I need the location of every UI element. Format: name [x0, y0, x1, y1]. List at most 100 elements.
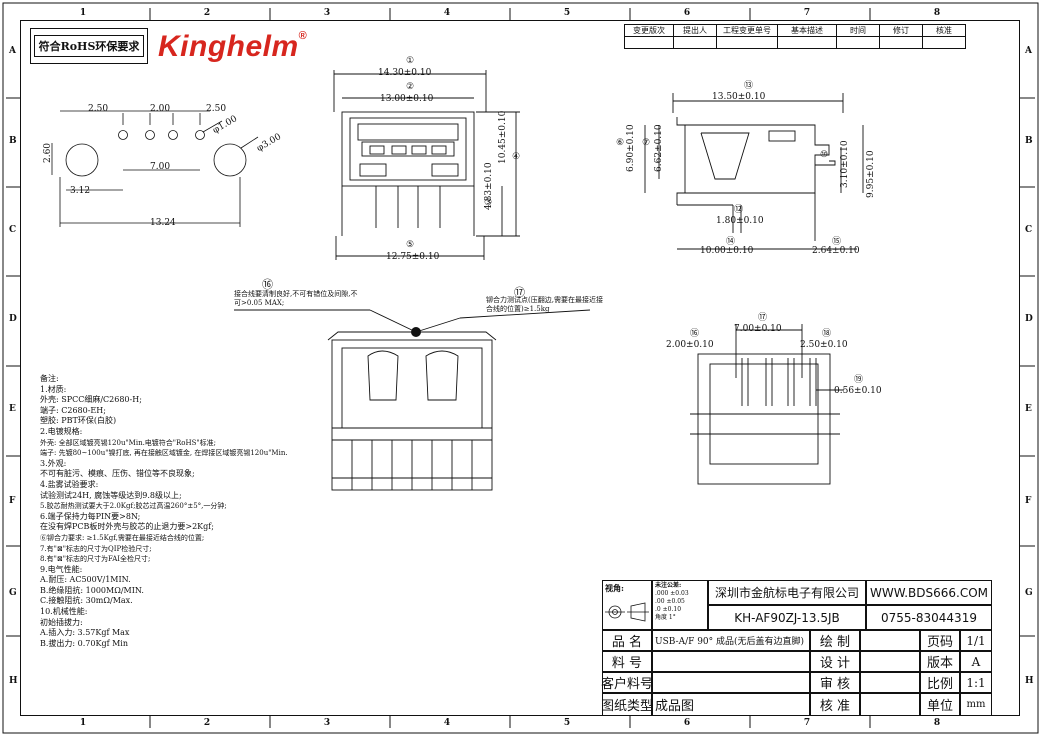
note-line: B.绝缘阻抗: 1000MΩ/MIN. — [40, 585, 144, 595]
note-line: 不可有脏污、模痕、压伤、错位等不良现象; — [40, 469, 195, 479]
col-header: 4 — [443, 8, 451, 18]
note-line: 5.胶芯耐热测试要大于2.0Kgf;胶芯过高温260°±5°,一分钟; — [40, 502, 227, 511]
note-line: 8.有"⊠"标志的尺寸为FAI全检尺寸; — [40, 555, 151, 564]
drawing-type-value: 成品图 — [652, 693, 810, 716]
pcb-dim-2: 2.00 — [150, 104, 171, 114]
pcb-dim-offset: 3.12 — [70, 186, 91, 196]
note-line: 在没有焊PCB板时外壳与胶芯的止退力要>2Kgf; — [40, 522, 214, 532]
customer-value — [652, 672, 810, 693]
tolerance-line: 角度 1° — [655, 614, 676, 621]
side-balloon: ⑩ — [820, 150, 829, 160]
rev-col-header: 工程变更单号 — [716, 24, 778, 37]
note-line: 1.材质: — [40, 384, 67, 394]
rev-col-header: 时间 — [836, 24, 880, 37]
review-value — [860, 672, 920, 693]
front-balloon-4: ④ — [512, 152, 521, 162]
side-view-drawing — [644, 93, 864, 250]
material-value — [652, 651, 810, 672]
tolerance-line: .00 ±0.05 — [655, 598, 685, 605]
projection-label: 视角: — [605, 583, 624, 593]
pcb-dim-mid: 7.00 — [150, 162, 171, 172]
note-line: A.插入力: 3.57Kgf Max — [40, 628, 130, 638]
phone-number: 0755-83044319 — [866, 605, 992, 630]
front-balloon-3: ③ — [484, 198, 493, 208]
brand-logo: Kinghelm® — [158, 30, 307, 64]
review-label: 审 核 — [810, 672, 860, 693]
side-balloon: ⑮ — [832, 237, 842, 247]
material-label: 料 号 — [602, 651, 652, 672]
page-label: 页码 — [920, 630, 960, 651]
side-dim-h4: 9.95±0.10 — [866, 150, 876, 198]
note-line: B.拔出力: 0.70Kgf Min — [40, 638, 128, 648]
row-header: H — [9, 676, 18, 686]
note-line: ⑥铆合力要求: ≥1.5Kgf,需要在最接近结合线的位置; — [40, 533, 205, 542]
design-label: 设 计 — [810, 651, 860, 672]
note-line: 6.端子保持力每PIN要>8N; — [40, 511, 141, 521]
row-header: D — [9, 314, 17, 324]
pcb-layout-drawing — [51, 110, 259, 227]
drawn-label: 绘 制 — [810, 630, 860, 651]
side-balloon: ⑫ — [734, 205, 744, 215]
col-header: 6 — [683, 718, 691, 728]
version-label: 版本 — [920, 651, 960, 672]
row-header: E — [1025, 404, 1032, 414]
name-value: USB-A/F 90° 成品(无后盖有边直脚) — [652, 630, 810, 651]
drawing-frame — [20, 20, 1020, 716]
front-dim-width-outer: 14.30±0.10 — [378, 68, 432, 78]
approve-value — [860, 693, 920, 716]
bottom-balloon: ⑰ — [758, 313, 768, 323]
rev-col-header: 变更版次 — [624, 24, 674, 37]
row-header: D — [1025, 314, 1033, 324]
side-dim-h3: 3.10±0.10 — [840, 140, 850, 188]
side-dim-base: 10.00±0.10 — [700, 246, 754, 256]
bottom-balloon: ⑱ — [822, 329, 832, 339]
scale-value: 1:1 — [960, 672, 992, 693]
tolerance-line: .0 ±0.10 — [655, 606, 682, 613]
scale-label: 比例 — [920, 672, 960, 693]
part-number: KH-AF90ZJ-13.5JB — [708, 605, 866, 630]
tolerance-cell: 未注公差: .000 ±0.03 .00 ±0.05 .0 ±0.10 角度 1… — [652, 580, 708, 630]
row-header: F — [9, 496, 16, 506]
front-dim-pin-span: 12.75±0.10 — [386, 252, 440, 262]
title-block: 视角: 未注公差: .000 ±0.03 .00 ±0.05 .0 ±0.10 … — [601, 580, 992, 716]
col-header: 5 — [563, 8, 571, 18]
callout-right-balloon: ⑰ — [514, 286, 525, 299]
side-dim-h2: 6.62±0.10 — [654, 124, 664, 172]
note-line: 外壳: 全部区域镀亮锡120u"Min.电镀符合"RoHS"标准; — [40, 438, 216, 447]
rohs-box: 符合RoHS环保要求 — [30, 28, 148, 64]
callout-right-text: 铆合力测试点(压翻边,需要在最接近接合线的位置)≥1.5kg — [486, 296, 603, 313]
rohs-label: 符合RoHS环保要求 — [33, 35, 145, 57]
side-dim-h1: 6.90±0.10 — [626, 124, 636, 172]
bottom-balloon: ⑲ — [854, 375, 864, 385]
row-header: A — [1025, 46, 1032, 56]
unit-label: 单位 — [920, 693, 960, 716]
row-header: B — [1025, 136, 1033, 146]
front-balloon-5: ⑤ — [406, 240, 415, 250]
bottom-dim-pin: 0.56±0.10 — [834, 386, 882, 396]
mid-view-drawing — [234, 309, 591, 491]
design-value — [860, 651, 920, 672]
note-line: 9.电气性能: — [40, 564, 83, 574]
col-header: 8 — [933, 718, 941, 728]
note-line: 7.有"⊠"标志的尺寸为QIP检验尺寸; — [40, 544, 152, 553]
side-balloon: ⑬ — [744, 81, 754, 91]
note-line: 3.外观: — [40, 458, 67, 468]
tolerance-line: .000 ±0.03 — [655, 590, 689, 597]
note-line: 10.机械性能: — [40, 607, 88, 617]
bottom-balloon: ⑯ — [690, 329, 700, 339]
notes-section: 备注: 1.材质: 外壳: SPCC细麻/C2680-H; 端子: C2680-… — [40, 374, 288, 649]
rev-col-header: 提出人 — [673, 24, 717, 37]
tolerance-label: 未注公差: — [655, 582, 682, 589]
callout-left-text: 接合线要清制良好,不可有错位及间隙,不可>0.05 MAX; — [234, 290, 358, 307]
drawn-value — [860, 630, 920, 651]
version-value: A — [960, 651, 992, 672]
company-name: 深圳市金航标电子有限公司 — [708, 580, 866, 605]
col-header: 7 — [803, 8, 811, 18]
rev-col-header: 核准 — [922, 24, 966, 37]
bottom-dim-left: 2.00±0.10 — [666, 340, 714, 350]
col-header: 2 — [203, 8, 211, 18]
side-dim-tail: 2.64±0.10 — [812, 246, 860, 256]
note-line: 端子: 先镀80~100u"镍打底, 再在接触区域镀金, 在焊接区域镀亮锡120… — [40, 449, 288, 458]
note-line: A.耐压: AC500V/1MIN. — [40, 575, 131, 585]
drawing-type-label: 图纸类型 — [601, 693, 653, 716]
